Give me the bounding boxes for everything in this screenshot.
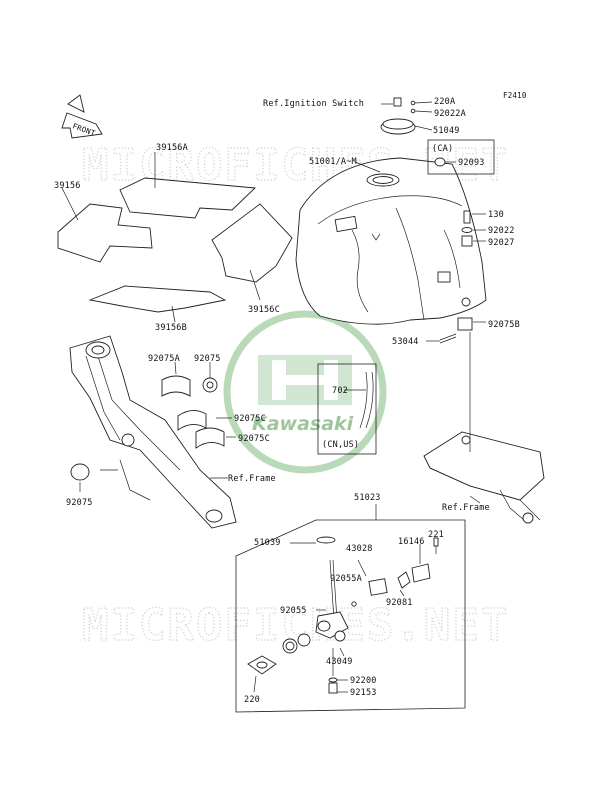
label-92055: 92055: [280, 606, 307, 616]
rubber-dampers: [70, 361, 236, 492]
label-39156A: 39156A: [156, 143, 188, 153]
label-92200: 92200: [350, 676, 377, 686]
label-220: 220: [244, 695, 260, 705]
tank-mount-parts: [457, 210, 486, 331]
label-43049: 43049: [326, 657, 353, 667]
ignition-bolt: [381, 97, 433, 114]
fuel-cock-parts: [247, 536, 439, 694]
label-ca: (CA): [432, 144, 453, 154]
label-cn-us: (CN,US): [322, 440, 359, 450]
brand-logo-text: Kawasaki: [252, 413, 354, 435]
pad-39156B: [88, 285, 227, 313]
figure-code: F2410: [503, 91, 527, 100]
label-221: 221: [428, 530, 444, 540]
label-220A: 220A: [434, 97, 455, 107]
label-92075-top: 92075: [194, 354, 221, 364]
label-92075C-1: 92075C: [234, 414, 266, 424]
fuel-tank: [295, 157, 487, 325]
label-92055A: 92055A: [330, 574, 362, 584]
label-92153: 92153: [350, 688, 377, 698]
pad-39156: [57, 203, 153, 263]
fuel-cap: [380, 118, 433, 135]
brand-logo: Kawasaki: [223, 310, 387, 474]
label-92081: 92081: [386, 598, 413, 608]
pad-39156C: [211, 203, 293, 283]
label-92093: 92093: [458, 158, 485, 168]
label-43028: 43028: [346, 544, 373, 554]
label-53044: 53044: [392, 337, 419, 347]
left-frame: [69, 335, 237, 529]
label-92075C-2: 92075C: [238, 434, 270, 444]
label-702: 702: [332, 386, 348, 396]
label-51049: 51049: [433, 126, 460, 136]
label-51023: 51023: [354, 493, 381, 503]
fuel-cock-box: [235, 504, 466, 713]
label-ref-frame-right: Ref.Frame: [442, 503, 490, 513]
label-92075A: 92075A: [148, 354, 180, 364]
label-ref-frame-left: Ref.Frame: [228, 474, 276, 484]
label-92022A: 92022A: [434, 109, 466, 119]
label-92022: 92022: [488, 226, 515, 236]
label-51001: 51001/A~M: [309, 157, 357, 167]
label-ref-ignition-switch: Ref.Ignition Switch: [263, 99, 364, 109]
label-39156: 39156: [54, 181, 81, 191]
label-130: 130: [488, 210, 504, 220]
label-16146: 16146: [398, 537, 425, 547]
label-92027: 92027: [488, 238, 515, 248]
right-frame: [423, 332, 545, 524]
label-92075B: 92075B: [488, 320, 520, 330]
label-51039: 51039: [254, 538, 281, 548]
ca-box: [427, 139, 495, 175]
seat-pad-group: [57, 152, 293, 323]
hose-53044: [426, 333, 457, 344]
label-39156B: 39156B: [155, 323, 187, 333]
label-92075-bottom: 92075: [66, 498, 93, 508]
cn-us-box: [317, 363, 377, 455]
pad-39156A: [119, 177, 257, 219]
label-39156C: 39156C: [248, 305, 280, 315]
front-arrow-icon: FRONT: [61, 94, 103, 139]
